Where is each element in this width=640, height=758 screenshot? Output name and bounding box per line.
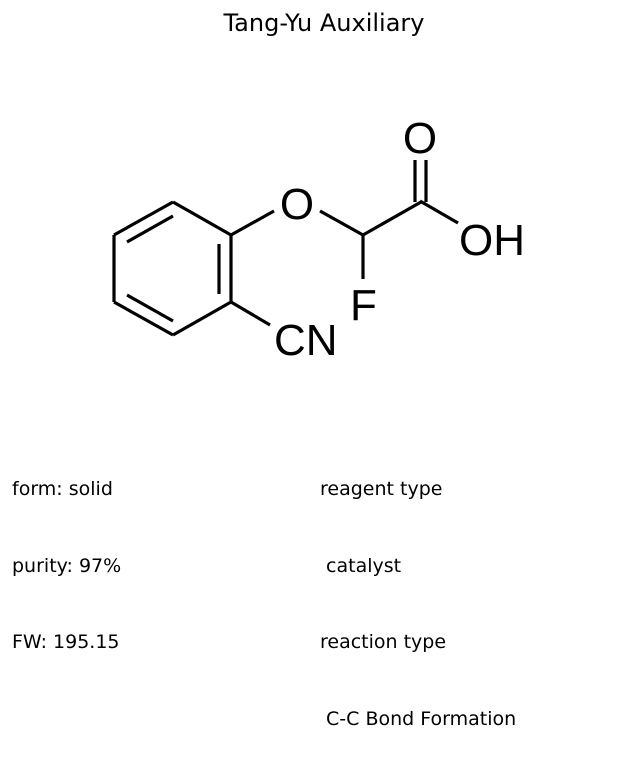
reaction-type-label: reaction type xyxy=(320,631,447,653)
fluorine-label: F xyxy=(350,281,377,330)
nitrile-label: CN xyxy=(274,316,338,365)
benzene-ring xyxy=(112,200,233,337)
carbonyl-oxygen-label: O xyxy=(403,114,437,163)
hydroxyl-label: OH xyxy=(459,216,525,265)
chemical-structure: O O OH F CN xyxy=(112,114,525,365)
properties-left: form: solid purity: 97% FW: 195.15 xyxy=(12,426,121,681)
formula-weight-property: FW: 195.15 xyxy=(12,631,120,653)
reagent-type-label: reagent type xyxy=(320,478,443,500)
bonds xyxy=(230,160,459,327)
reagent-type-value: catalyst xyxy=(320,554,402,577)
ether-oxygen-label: O xyxy=(280,180,314,229)
properties-right: reagent type catalyst reaction type C-C … xyxy=(320,426,516,758)
compound-title: Tang-Yu Auxiliary xyxy=(223,9,425,37)
purity-property: purity: 97% xyxy=(12,554,122,577)
form-property: form: solid xyxy=(12,478,113,500)
reaction-type-value: C-C Bond Formation xyxy=(320,707,517,730)
